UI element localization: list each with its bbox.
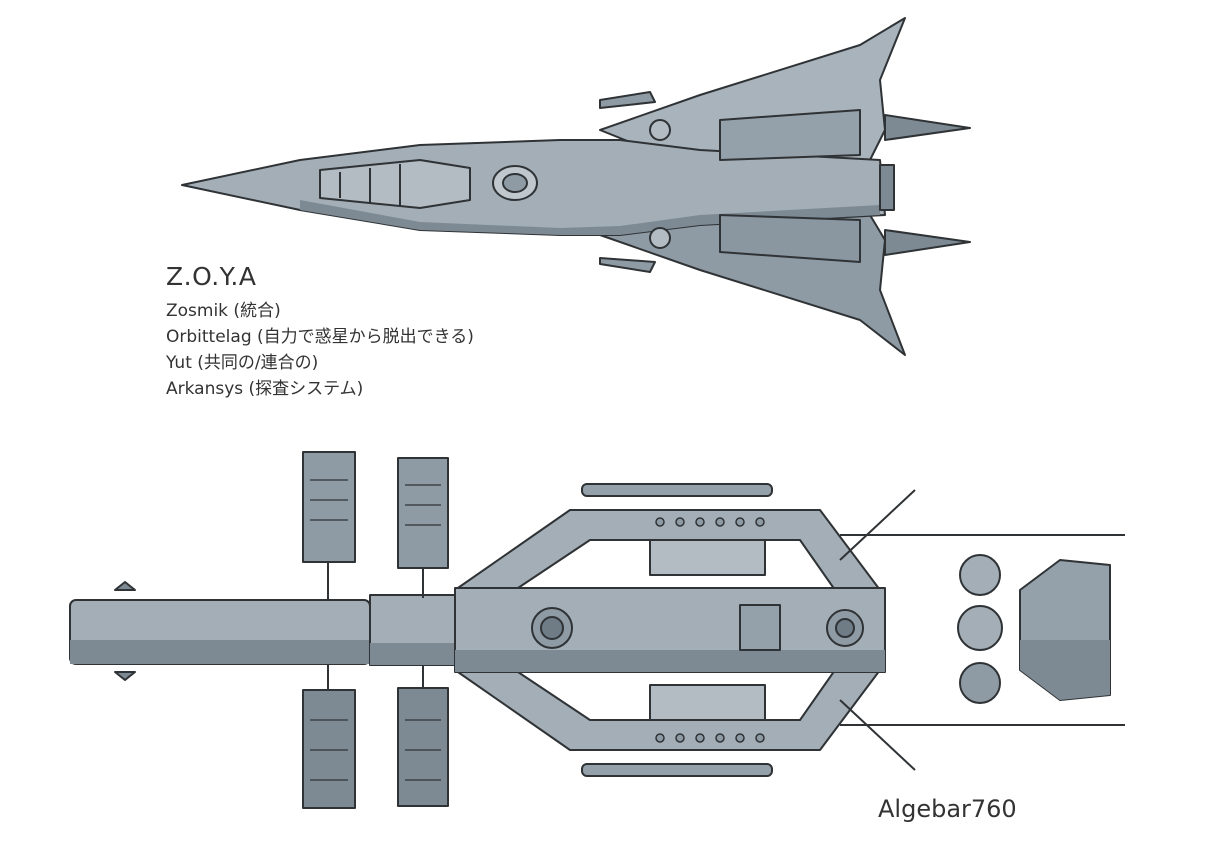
- ship-name: Z.O.Y.A: [166, 262, 257, 291]
- artist-signature: Algebar760: [878, 795, 1017, 823]
- starship-top-view: [181, 17, 971, 356]
- starship-bottom-view: [69, 451, 1125, 809]
- acronym-line-a: Arkansys (探査システム): [166, 379, 364, 399]
- acronym-line-y: Yut (共同の/連合の): [166, 353, 319, 373]
- acronym-line-o: Orbittelag (自力で惑星から脱出できる): [166, 327, 474, 347]
- acronym-line-z: Zosmik (統合): [166, 301, 281, 321]
